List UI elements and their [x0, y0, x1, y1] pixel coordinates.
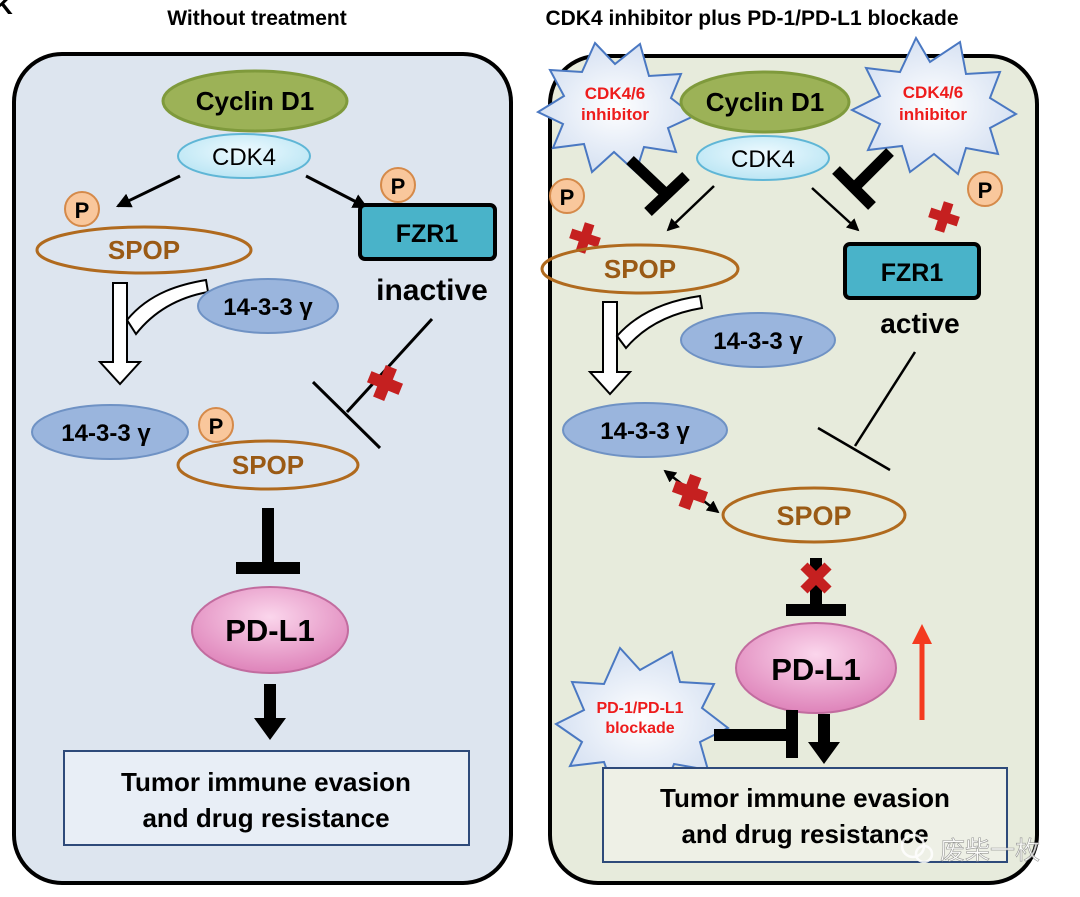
right-pdl1-label: PD-L1 [771, 652, 861, 687]
left-pdl1-down-arrow [254, 684, 286, 740]
left-phospho-complex-badge [198, 407, 234, 443]
right-14-3-3-bottom-label: 14-3-3 γ [600, 418, 690, 445]
right-fzr1-inhibition-bar [817, 426, 891, 472]
right-inhibitor-left-bar [644, 172, 690, 216]
right-14-3-3-bottom-node [562, 402, 728, 458]
right-fzr1-inhibition-line [853, 351, 917, 447]
right-cross-spop-phospho [569, 222, 601, 254]
right-arrow-cdk4-to-spop [666, 185, 715, 232]
right-outcome-box [602, 767, 1008, 863]
right-cyclin-d1-label: Cyclin D1 [706, 87, 825, 117]
left-spop-bottom-node [176, 439, 360, 491]
right-pdl1-node [735, 622, 897, 714]
right-cross-binding [671, 473, 709, 511]
left-outcome-box [63, 750, 470, 846]
left-cyclin-d1-label: Cyclin D1 [196, 86, 315, 116]
left-fzr1-node [358, 203, 497, 261]
right-spop-inhibition-bar [786, 604, 846, 616]
right-cross-fzr1-phospho [928, 201, 960, 233]
left-panel: Cyclin D1 CDK4 P SPOP P FZR1 inactive 14… [12, 52, 513, 885]
right-arrow-cdk4-to-fzr1 [811, 187, 860, 232]
left-phospho-fzr1-badge [380, 167, 416, 203]
left-phospho-complex-label: P [209, 414, 224, 439]
right-blockade-stem [714, 729, 792, 741]
left-14-3-3-top-label: 14-3-3 γ [223, 294, 313, 321]
right-blockade-line1: PD-1/PD-L1 [596, 700, 683, 717]
right-pdl1-down-arrow [808, 714, 840, 764]
right-curved-branch [615, 294, 704, 350]
right-phospho-fzr1-label: P [978, 178, 993, 203]
left-cdk4-label: CDK4 [212, 144, 276, 171]
right-blockade-bar [786, 710, 798, 758]
left-arrow-cdk4-to-spop [115, 174, 181, 208]
left-fzr1-state: inactive [376, 274, 488, 307]
left-spop-top-label: SPOP [108, 235, 180, 265]
right-fzr1-state: active [880, 308, 959, 339]
panel-letter: K [0, 0, 13, 20]
right-blockade-line2: blockade [605, 720, 674, 737]
right-cdk4-node [696, 135, 830, 181]
left-14-3-3-bottom-label: 14-3-3 γ [61, 420, 151, 447]
left-pdl1-node [191, 586, 349, 674]
right-spop-bottom-label: SPOP [776, 501, 851, 531]
watermark: 废柴一枚 [900, 833, 1040, 865]
right-inhibitor-right-bar [832, 166, 876, 210]
left-outcome-line2: and drug resistance [142, 803, 389, 833]
left-spop-inhibition-stem [262, 508, 274, 566]
left-cyclin-d1-node [161, 69, 349, 133]
left-spop-top-node [35, 225, 253, 275]
right-hollow-arrow [587, 301, 633, 396]
right-fzr1-label: FZR1 [881, 259, 944, 287]
left-spop-inhibition-bar [236, 562, 300, 574]
right-panel: CDK4/6 inhibitor CDK4/6 inhibitor Cyclin… [535, 35, 1039, 885]
right-inhibitor-starburst-right [849, 35, 1019, 176]
right-inhibitor-left-line1: CDK4/6 [585, 84, 645, 103]
right-cdk4-label: CDK4 [731, 146, 795, 173]
left-block-cross [366, 364, 404, 402]
right-14-3-3-top-node [680, 312, 836, 368]
left-cdk4-node [177, 133, 311, 179]
right-outcome-line1: Tumor immune evasion [660, 783, 950, 813]
right-inhibitor-left-line2: inhibitor [581, 105, 649, 124]
right-cyclin-d1-node [679, 70, 851, 134]
right-outcome-line2: and drug resistance [681, 819, 928, 849]
right-inhibitor-right-line2: inhibitor [899, 105, 967, 124]
right-panel-title: CDK4 inhibitor plus PD-1/PD-L1 blockade [545, 7, 958, 30]
left-fzr1-label: FZR1 [396, 220, 459, 248]
left-outcome-line1: Tumor immune evasion [121, 767, 411, 797]
left-phospho-spop-label: P [75, 198, 90, 223]
left-14-3-3-top-node [197, 278, 339, 334]
left-hollow-arrow [97, 282, 143, 386]
right-inhibitor-right-line1: CDK4/6 [903, 83, 963, 102]
right-phospho-spop-badge [549, 178, 585, 214]
right-spop-top-label: SPOP [604, 254, 676, 284]
right-14-3-3-top-label: 14-3-3 γ [713, 328, 803, 355]
left-pdl1-label: PD-L1 [225, 613, 315, 648]
left-phospho-fzr1-label: P [391, 174, 406, 199]
left-fzr1-inhibition-line [345, 317, 434, 414]
left-14-3-3-bottom-node [31, 404, 189, 460]
right-upregulation-arrow-head [912, 624, 932, 644]
right-cross-spop-pdl1 [800, 562, 832, 594]
right-fzr1-node [843, 242, 981, 300]
right-spop-top-node [540, 243, 740, 295]
right-inhibitor-left-stem [626, 156, 672, 200]
right-phospho-spop-label: P [560, 185, 575, 210]
right-inhibitor-right-stem [850, 148, 894, 192]
right-spop-bottom-node [721, 486, 907, 544]
watermark-text: 废柴一枚 [940, 837, 1040, 865]
left-phospho-spop-badge [64, 191, 100, 227]
left-panel-background [12, 52, 513, 885]
left-fzr1-inhibition-bar [311, 380, 382, 450]
left-arrow-cdk4-to-fzr1 [305, 174, 368, 209]
left-spop-bottom-label: SPOP [232, 450, 304, 480]
left-panel-title: Without treatment [167, 7, 346, 30]
right-phospho-fzr1-badge [967, 171, 1003, 207]
